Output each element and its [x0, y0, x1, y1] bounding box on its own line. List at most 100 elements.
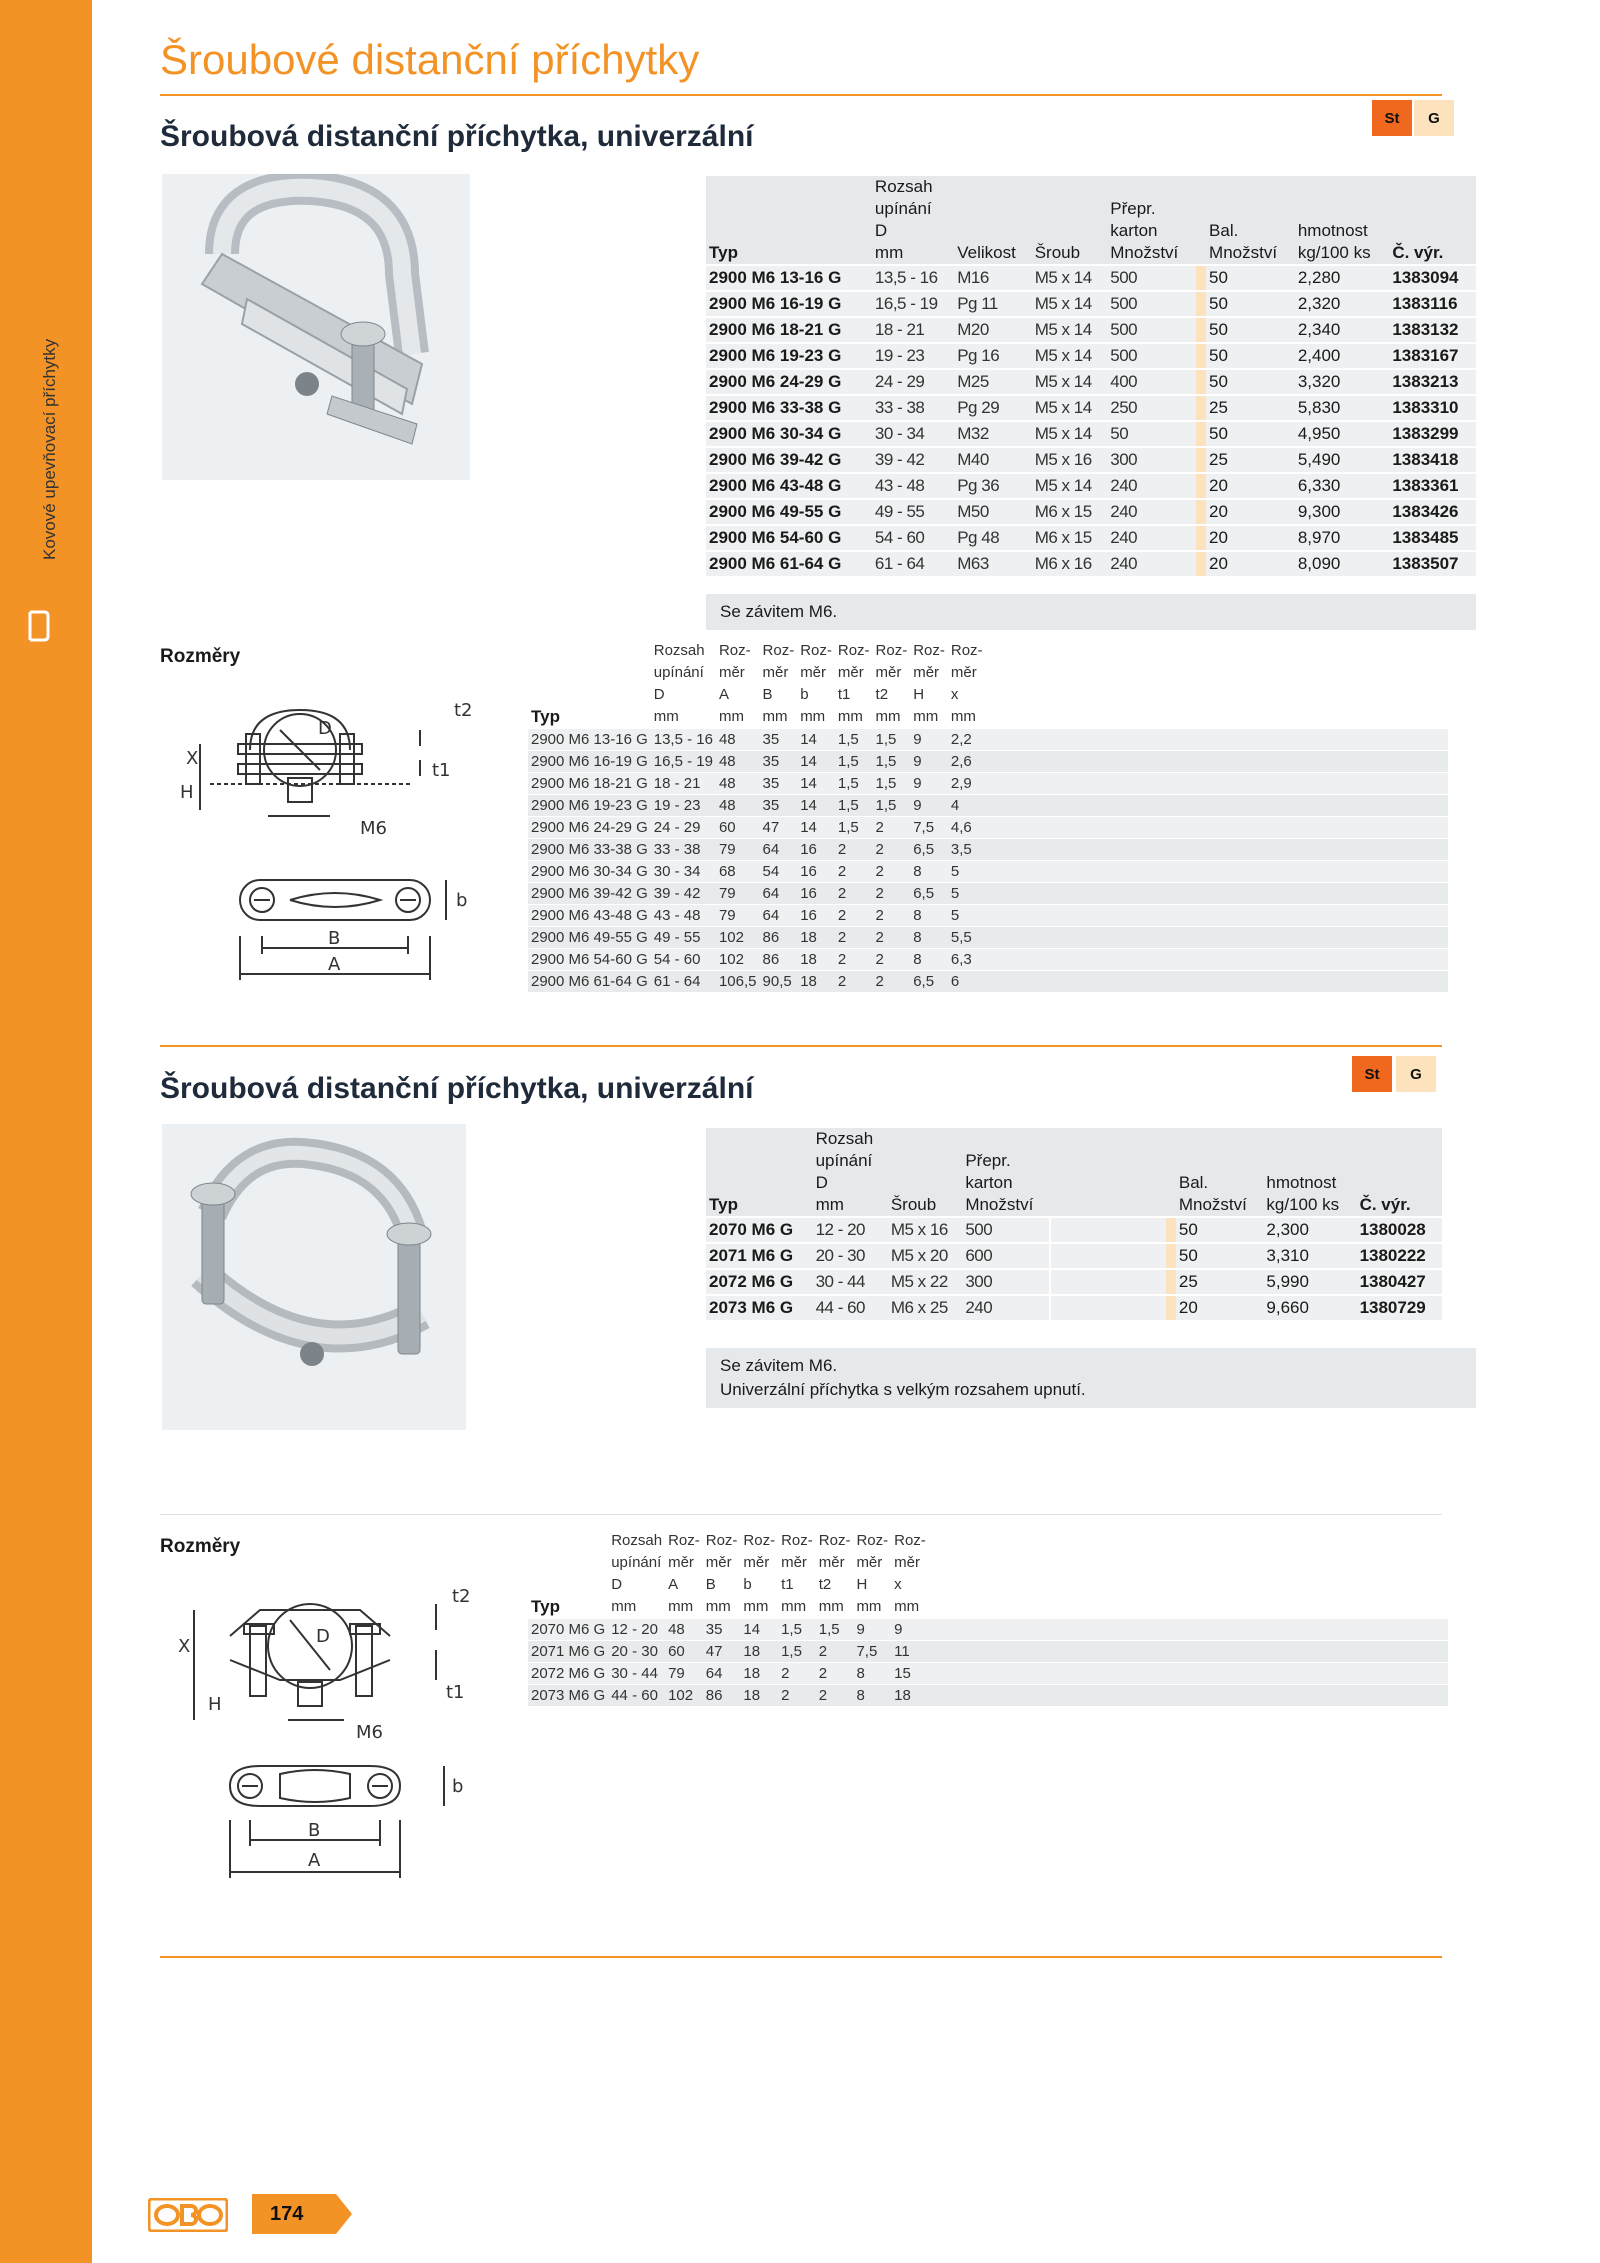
- table-cell: 8,090: [1297, 554, 1341, 573]
- table-cell: 9,660: [1266, 1298, 1309, 1317]
- dim-cell: 2900 M6 43-48 G: [531, 907, 648, 924]
- dim-cell: 8: [913, 907, 922, 924]
- dim-cell: 106,5: [718, 973, 757, 990]
- dim-cell: 2: [837, 885, 847, 902]
- table-cell: 25: [1209, 398, 1228, 417]
- drawing-label-d: D: [318, 718, 332, 739]
- table-cell: 44 - 60: [815, 1298, 866, 1317]
- dim-cell: 14: [800, 753, 817, 770]
- table-cell: 50: [1209, 320, 1228, 339]
- table-cell: 3,310: [1266, 1246, 1309, 1265]
- dim-cell: 35: [762, 775, 780, 792]
- note-2-line1: Se závitem M6.: [720, 1356, 838, 1375]
- dim-cell: 48: [718, 753, 736, 770]
- table-cell: M6 x 25: [890, 1298, 948, 1317]
- badge-g: G: [1414, 100, 1454, 136]
- drawing2-label-d: D: [316, 1626, 330, 1647]
- table-cell: M5 x 14: [1034, 268, 1092, 287]
- dim-cell: 1,5: [837, 819, 859, 836]
- table-cell: 600: [965, 1246, 993, 1265]
- drawing-label-a: A: [328, 954, 341, 975]
- dim-cell: 54 - 60: [653, 951, 701, 968]
- dim-cell: 9: [913, 797, 922, 814]
- table-cell: 1383299: [1392, 424, 1459, 443]
- dimension-drawing-1: D X H M6 t1 t2 b B A: [180, 700, 473, 980]
- product-photo-2: [162, 1124, 466, 1430]
- dimension-drawing-2: D X H M6 t1 t2 b B A: [178, 1586, 471, 1878]
- table-cell: 2,400: [1297, 346, 1341, 365]
- dim-cell: 14: [800, 775, 817, 792]
- dim-cell: 1,5: [781, 1643, 802, 1660]
- table-cell: 2900 M6 19-23 G: [709, 346, 842, 365]
- dim-cell: 1,5: [837, 797, 859, 814]
- dim-cell: 4,6: [950, 819, 972, 836]
- th-cvyr: Č. výr.: [1392, 243, 1444, 262]
- dim-cell: 8: [856, 1687, 865, 1704]
- table-cell: 2900 M6 16-19 G: [709, 294, 842, 313]
- table-cell: 50: [1209, 268, 1228, 287]
- dim-cell: 44 - 60: [611, 1687, 658, 1704]
- dim-cell: 6,5: [913, 885, 935, 902]
- product-photo-1: [162, 170, 470, 480]
- dim-cell: 18: [800, 951, 817, 968]
- dim-cell: 30 - 34: [653, 863, 701, 880]
- note-2: Se závitem M6. Univerzální příchytka s v…: [706, 1348, 1476, 1408]
- table-cell: 5,490: [1297, 450, 1341, 469]
- dim-cell: 47: [762, 819, 780, 836]
- dim-cell: 1,5: [875, 775, 897, 792]
- table-cell: 50: [1209, 346, 1228, 365]
- th-sroub: Šroub: [1034, 243, 1081, 262]
- table-cell: 500: [1110, 320, 1138, 339]
- dim-cell: 2: [837, 973, 847, 990]
- dim-cell: 4: [950, 797, 960, 814]
- dim-cell: 2900 M6 61-64 G: [531, 973, 648, 990]
- dim-cell: 2: [875, 929, 884, 946]
- table-cell: 30 - 34: [874, 424, 925, 443]
- table-cell: 33 - 38: [874, 398, 925, 417]
- dim-cell: 102: [718, 951, 744, 968]
- dim-cell: 49 - 55: [653, 929, 701, 946]
- clamp-photo-illustration: [200, 170, 429, 445]
- dim-cell: 18: [800, 929, 817, 946]
- dim-cell: 18 - 21: [653, 775, 701, 792]
- dim-cell: 18: [800, 973, 817, 990]
- badge-st: St: [1372, 100, 1412, 136]
- table-cell: 240: [1110, 528, 1138, 547]
- table-cell: 1383361: [1392, 476, 1459, 495]
- table-cell: 2073 M6 G: [709, 1298, 794, 1317]
- dim-cell: 5: [950, 885, 960, 902]
- table-cell: 500: [1110, 268, 1138, 287]
- badge-st-2: St: [1352, 1056, 1392, 1092]
- dim-cell: 79: [668, 1665, 685, 1682]
- table-cell: 2900 M6 49-55 G: [709, 502, 842, 521]
- table-cell: M5 x 14: [1034, 398, 1092, 417]
- dim-cell: 2: [875, 951, 884, 968]
- dim-cell: 5,5: [950, 929, 972, 946]
- table-cell: 5,990: [1266, 1272, 1309, 1291]
- dim-cell: 13,5 - 16: [653, 731, 713, 748]
- table-cell: M32: [957, 424, 989, 443]
- drawing2-label-x: X: [178, 1636, 190, 1657]
- dim-cell: 1,5: [837, 753, 859, 770]
- drawing-label-t1: t1: [432, 760, 451, 781]
- dim-cell: 2: [875, 841, 884, 858]
- table-cell: Pg 29: [957, 398, 1000, 417]
- table-cell: M5 x 14: [1034, 372, 1092, 391]
- dim-cell: 2900 M6 16-19 G: [531, 753, 648, 770]
- table-cell: 2,300: [1266, 1220, 1309, 1239]
- dims-label-1: Rozměry: [160, 646, 241, 667]
